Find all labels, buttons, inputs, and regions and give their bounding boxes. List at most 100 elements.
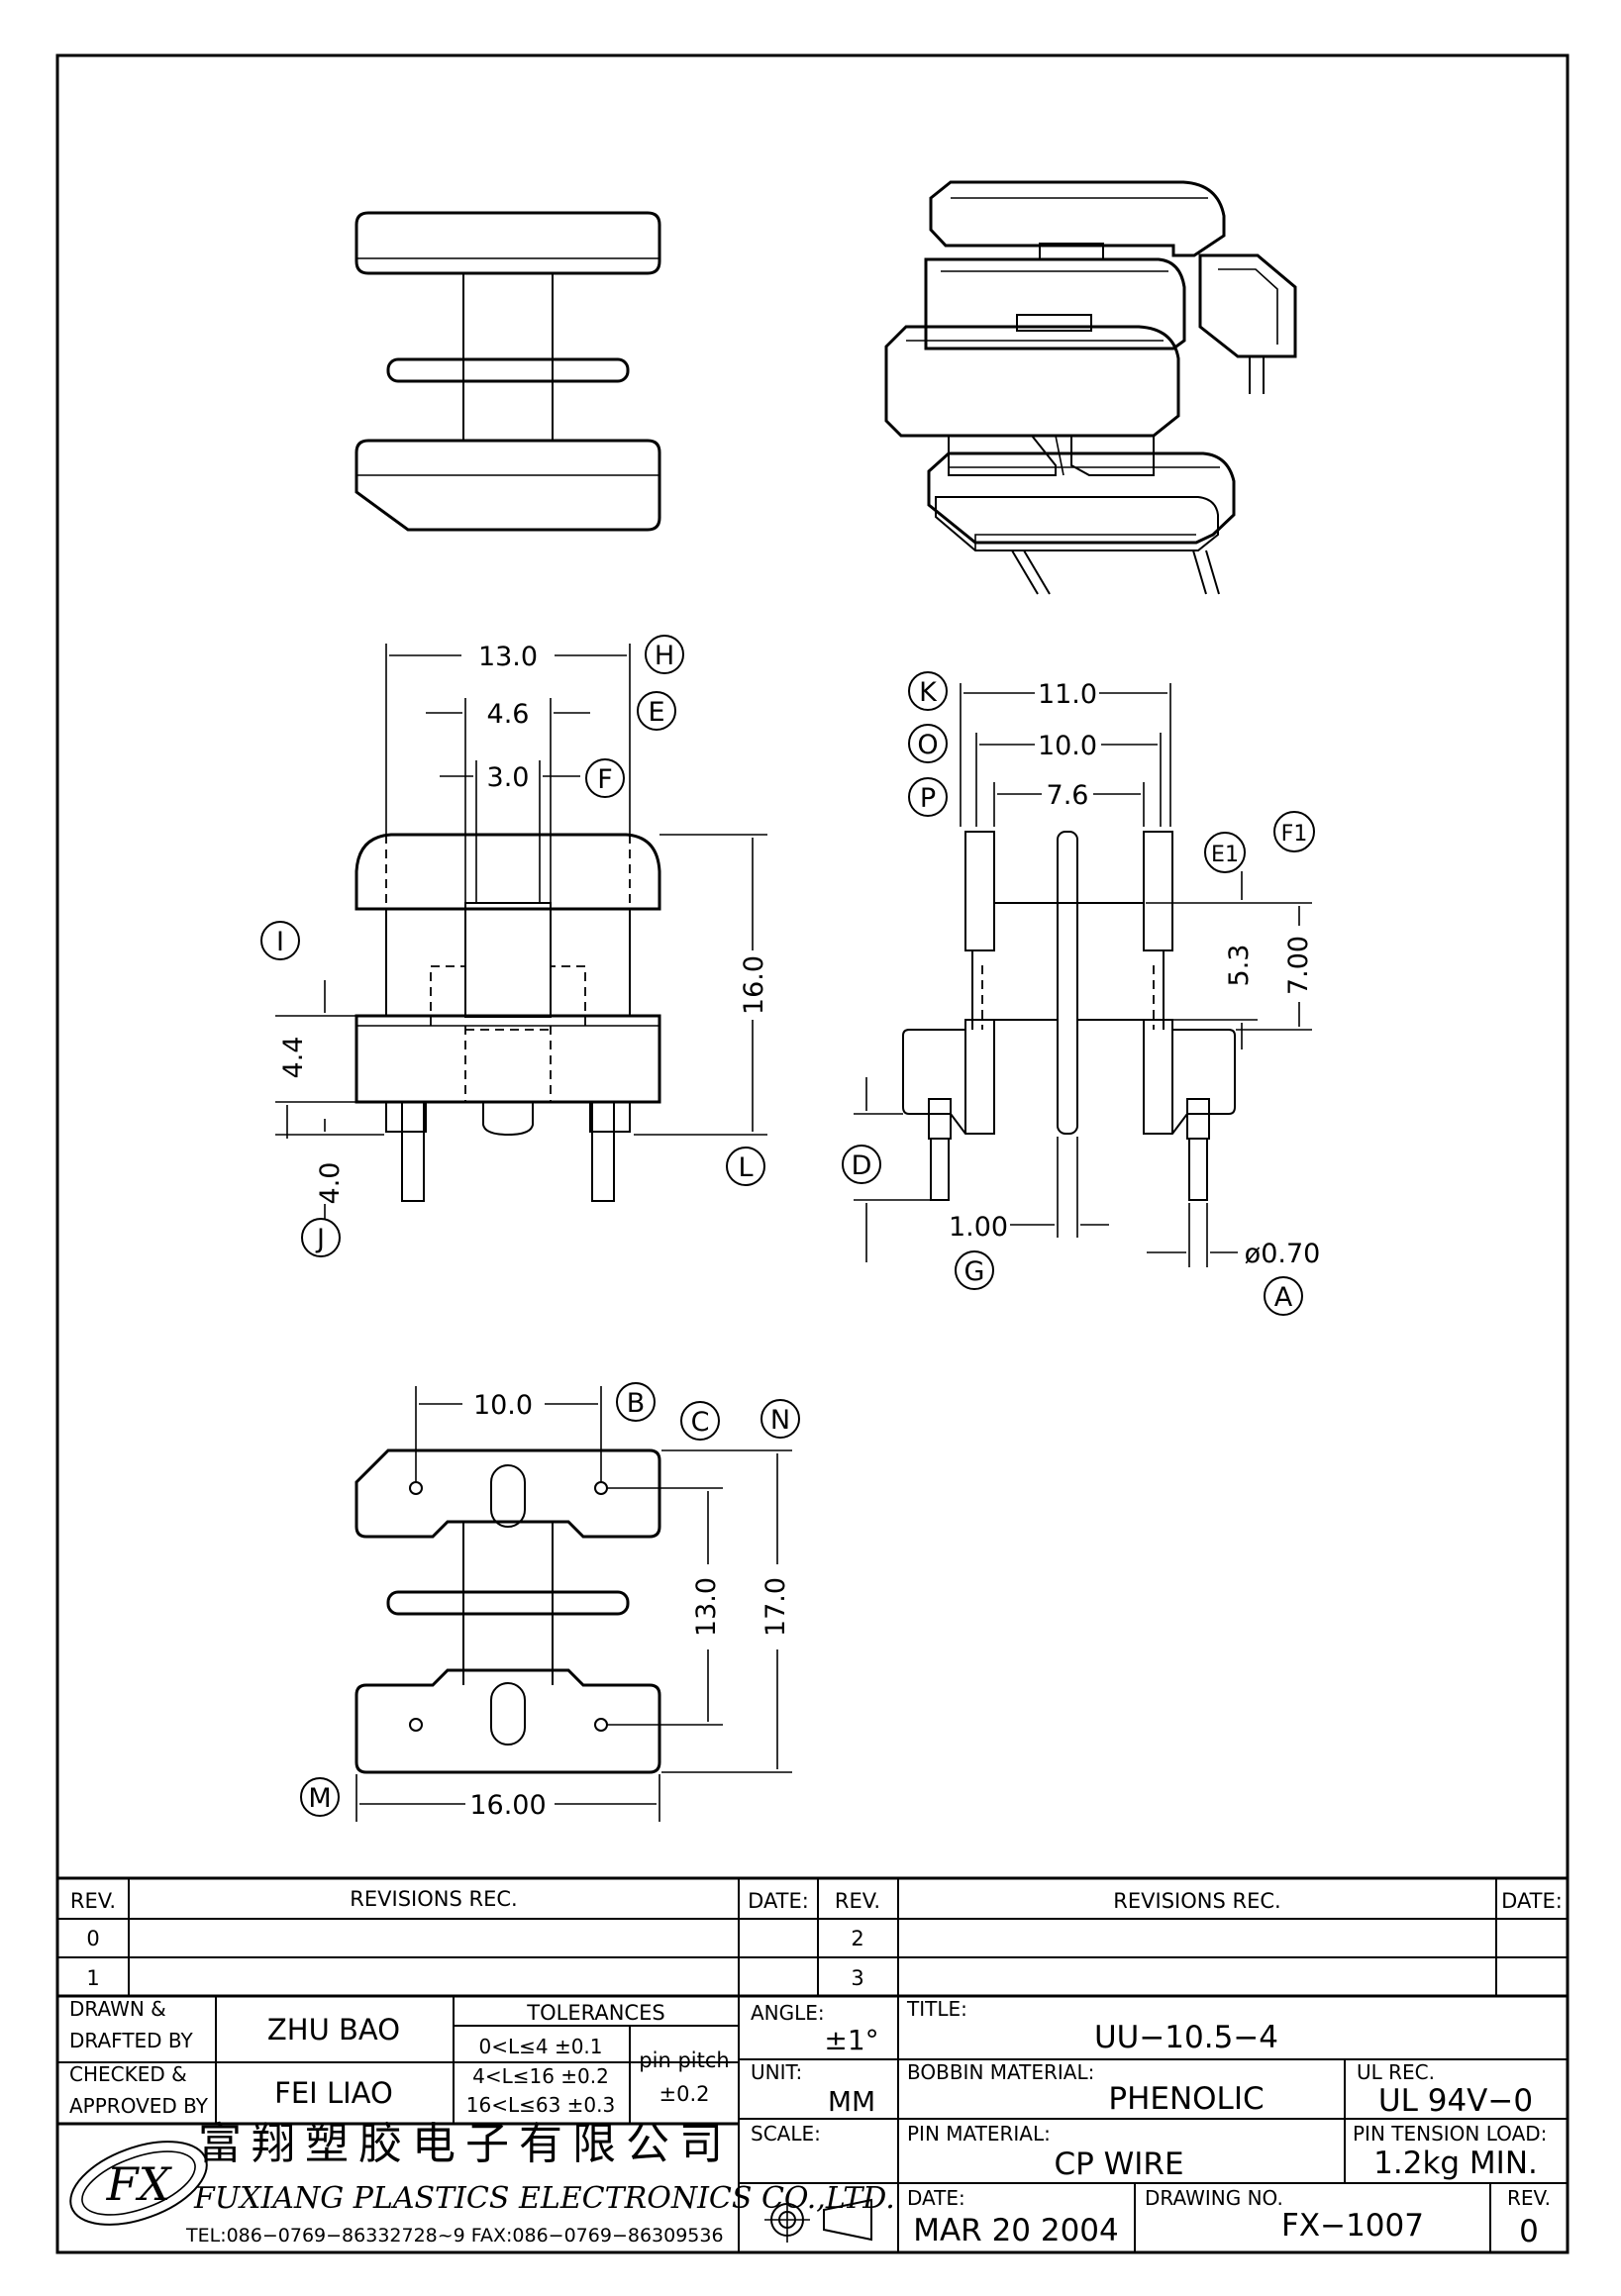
callout-P: P bbox=[908, 777, 948, 817]
pin-pitch-label: pin pitch bbox=[639, 2048, 729, 2072]
svg-text:E1: E1 bbox=[1211, 843, 1239, 867]
dim-b-10-0: 10.0 bbox=[473, 1390, 533, 1421]
ul-rec-label: UL REC. bbox=[1357, 2060, 1435, 2084]
sheet-border bbox=[55, 53, 1570, 2254]
unit-label: UNIT: bbox=[751, 2060, 802, 2084]
pin-material-value: CP WIRE bbox=[1054, 2146, 1183, 2182]
svg-text:F1: F1 bbox=[1281, 822, 1308, 847]
bottom-view-dimensions: 10.0 13.0 17.0 16.00 bbox=[355, 1386, 792, 1822]
rev-row-2: 2 bbox=[851, 1927, 863, 1950]
checked-label-1: CHECKED & bbox=[69, 2062, 187, 2086]
tolerances-title: TOLERANCES bbox=[526, 2001, 664, 2025]
svg-text:O: O bbox=[917, 730, 938, 760]
callout-O: O bbox=[908, 724, 948, 763]
angle-value: ±1° bbox=[824, 2024, 878, 2056]
pin-pitch-tolerance: ±0.2 bbox=[659, 2082, 710, 2106]
svg-text:D: D bbox=[852, 1150, 872, 1181]
rev-header-left: REV. bbox=[70, 1889, 116, 1913]
svg-text:K: K bbox=[919, 677, 938, 708]
bottom-view bbox=[355, 1448, 661, 1774]
dim-11-0: 11.0 bbox=[1038, 679, 1097, 710]
date-value: MAR 20 2004 bbox=[913, 2213, 1119, 2248]
company-contact: TEL:086−0769−86332728~9 FAX:086−0769−863… bbox=[185, 2225, 724, 2246]
svg-text:J: J bbox=[315, 1224, 325, 1254]
ul-rec-value: UL 94V−0 bbox=[1378, 2083, 1533, 2119]
callout-E: E bbox=[637, 691, 676, 731]
drawn-label-2: DRAFTED BY bbox=[69, 2029, 194, 2052]
drawing-no-label: DRAWING NO. bbox=[1145, 2186, 1283, 2210]
dim-7-6: 7.6 bbox=[1047, 780, 1089, 811]
tolerance-3: 16<L≤63 ±0.3 bbox=[466, 2093, 615, 2117]
drawing-no-value: FX−1007 bbox=[1281, 2208, 1424, 2244]
svg-text:G: G bbox=[964, 1256, 985, 1287]
date-header-left: DATE: bbox=[748, 1889, 809, 1913]
callout-M: M bbox=[300, 1777, 340, 1817]
callout-G: G bbox=[955, 1250, 994, 1290]
dim-b-16-00: 16.00 bbox=[469, 1790, 546, 1821]
side-view bbox=[902, 831, 1236, 1201]
bobbin-material-label: BOBBIN MATERIAL: bbox=[907, 2060, 1094, 2084]
rev-row-3: 3 bbox=[851, 1966, 863, 1990]
svg-text:A: A bbox=[1274, 1282, 1293, 1313]
dim-10-0: 10.0 bbox=[1038, 731, 1097, 761]
dim-13: 13.0 bbox=[478, 642, 538, 672]
callout-F: F bbox=[585, 758, 625, 798]
dim-b-13-0: 13.0 bbox=[691, 1577, 722, 1637]
callout-H: H bbox=[645, 635, 684, 674]
company-block: FX 富翔塑胶电子有限公司 FUXIANG PLASTICS ELECTRONI… bbox=[69, 2119, 895, 2246]
dim-16-0: 16.0 bbox=[739, 955, 769, 1015]
svg-text:F: F bbox=[597, 764, 613, 795]
svg-text:I: I bbox=[276, 927, 284, 957]
title-block: DRAWN & DRAFTED BY ZHU BAO CHECKED & APP… bbox=[57, 1996, 1568, 2252]
dim-3-0: 3.0 bbox=[487, 762, 530, 793]
side-view-dimensions: 11.0 10.0 7.6 5.3 7.00 1.00 ø0.70 bbox=[854, 679, 1320, 1269]
front-view-dimensions: 13.0 4.6 3.0 16.0 4.4 4.0 bbox=[275, 642, 769, 1238]
rev-row-0: 0 bbox=[86, 1927, 99, 1950]
tolerance-2: 4<L≤16 ±0.2 bbox=[472, 2064, 609, 2088]
dim-4-4: 4.4 bbox=[278, 1037, 309, 1079]
checked-label-2: APPROVED BY bbox=[69, 2094, 209, 2118]
callout-I: I bbox=[260, 921, 300, 960]
svg-text:B: B bbox=[627, 1388, 646, 1419]
drawn-value: ZHU BAO bbox=[267, 2013, 400, 2046]
drawn-label-1: DRAWN & bbox=[69, 1997, 166, 2021]
title-value: UU−10.5−4 bbox=[1094, 2020, 1278, 2055]
date-header-right: DATE: bbox=[1501, 1889, 1563, 1913]
dim-b-17-0: 17.0 bbox=[760, 1577, 791, 1637]
revisions-header-right: REVISIONS REC. bbox=[1113, 1889, 1280, 1913]
pin-tension-label: PIN TENSION LOAD: bbox=[1353, 2122, 1547, 2146]
pin-tension-value: 1.2kg MIN. bbox=[1373, 2146, 1538, 2181]
title-label: TITLE: bbox=[906, 1997, 967, 2021]
callout-C: C bbox=[680, 1401, 720, 1441]
callout-L: L bbox=[726, 1147, 765, 1186]
revisions-header-left: REVISIONS REC. bbox=[350, 1887, 517, 1911]
rev-row-1: 1 bbox=[86, 1966, 99, 1990]
date-label: DATE: bbox=[907, 2186, 965, 2210]
dim-1-00: 1.00 bbox=[949, 1212, 1008, 1243]
dim-7-00: 7.00 bbox=[1283, 936, 1314, 995]
callout-B: B bbox=[616, 1382, 656, 1422]
callout-F1: F1 bbox=[1273, 811, 1315, 852]
svg-text:P: P bbox=[920, 783, 936, 814]
callouts: H E F I J L K O P E1 F1 D G A B C N M bbox=[260, 635, 1315, 1817]
callout-A: A bbox=[1264, 1276, 1303, 1316]
angle-label: ANGLE: bbox=[751, 2001, 825, 2025]
dim-pin-dia: ø0.70 bbox=[1245, 1239, 1321, 1269]
callout-D: D bbox=[842, 1145, 881, 1184]
svg-text:E: E bbox=[648, 697, 664, 728]
callout-N: N bbox=[760, 1399, 800, 1439]
company-name-cn: 富翔塑胶电子有限公司 bbox=[198, 2119, 733, 2169]
svg-text:H: H bbox=[655, 641, 674, 671]
callout-J: J bbox=[301, 1218, 341, 1257]
svg-text:L: L bbox=[738, 1152, 753, 1183]
callout-K: K bbox=[908, 671, 948, 711]
dim-4-6: 4.6 bbox=[487, 699, 530, 730]
checked-value: FEI LIAO bbox=[274, 2076, 393, 2110]
dim-4-0: 4.0 bbox=[315, 1162, 346, 1205]
pin-material-label: PIN MATERIAL: bbox=[907, 2122, 1051, 2146]
callout-E1: E1 bbox=[1204, 832, 1246, 873]
company-logo-icon: FX bbox=[69, 2141, 208, 2226]
top-view bbox=[355, 211, 661, 532]
